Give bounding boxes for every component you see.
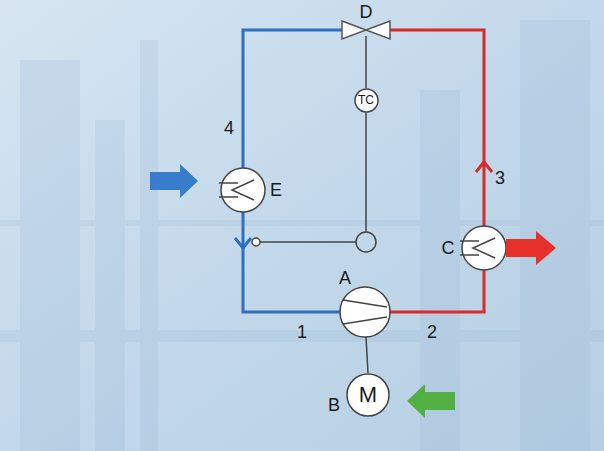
condenser-symbol [462,226,506,270]
state-number: 3 [495,169,505,187]
background-texture [0,20,604,451]
part-letter: C [442,239,455,257]
motor-circle: M [346,373,390,417]
circle-outline [355,89,378,112]
part-letter: D [360,3,373,21]
controller-circle: TC [354,88,379,113]
low-pressure-pipe [243,30,342,312]
expansion-valve-symbol [342,21,390,39]
evaporator-symbol [221,168,265,212]
part-letter: A [339,269,351,287]
sensor-point [252,238,260,246]
heat-out-arrow [506,231,556,265]
part-letter: B [328,396,340,414]
compressor-symbol [340,287,390,337]
heat-in-arrow [150,164,198,198]
circle-outline [347,374,389,416]
flow-chevron [235,238,251,248]
flow-chevron [476,162,492,172]
state-number: 2 [427,323,437,341]
actuator-line [365,36,367,88]
compressor-lines [343,300,387,324]
coil-symbol [460,238,495,258]
sensor-bulb [356,232,376,252]
coil-symbol [219,180,254,200]
node-text: TC [358,94,374,106]
power-in-arrow [407,384,455,418]
part-letter: E [270,181,282,199]
sensor-line [260,241,356,243]
sensor-line [365,112,367,232]
shaft-line [366,337,368,373]
state-number: 4 [224,119,234,137]
high-pressure-pipe [390,30,484,312]
node-text: M [359,384,377,406]
state-number: 1 [297,323,307,341]
